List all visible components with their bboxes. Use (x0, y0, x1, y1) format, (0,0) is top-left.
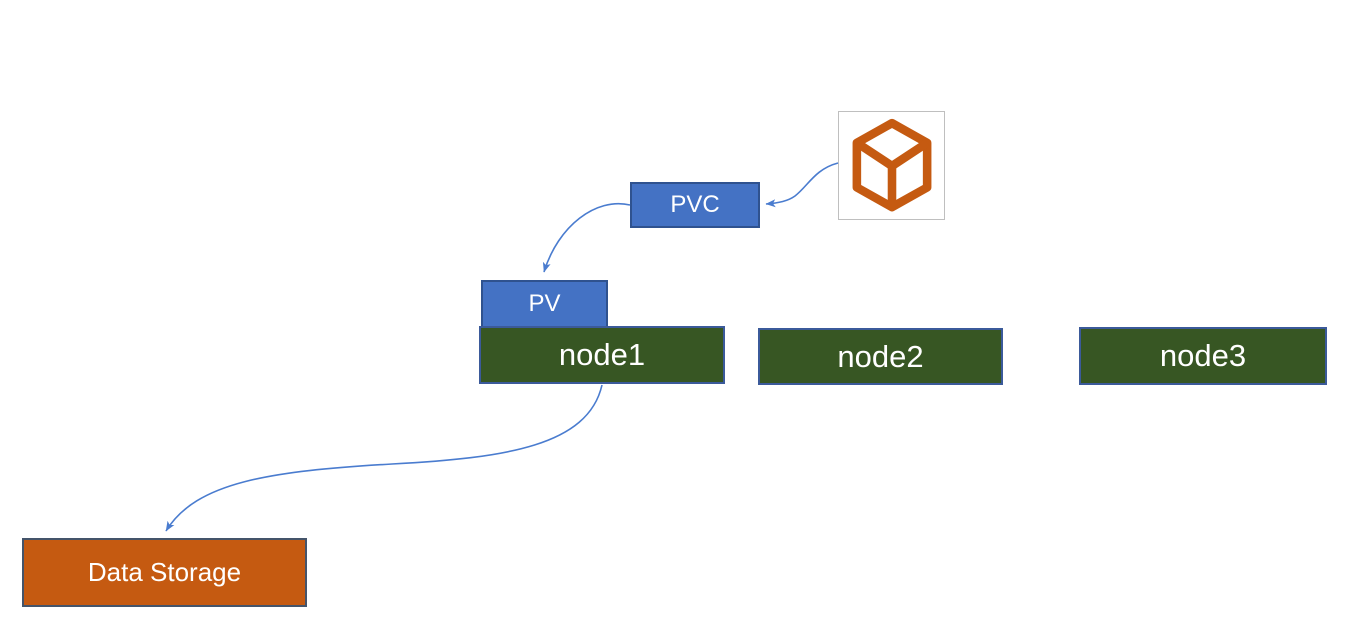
node1-label: node1 (558, 337, 646, 372)
pod-icon-frame (838, 111, 945, 220)
pod-cube-icon (848, 118, 936, 214)
node3-box: node3 (1079, 327, 1327, 385)
node2-label: node2 (837, 338, 924, 374)
pvc-box: PVC (630, 182, 760, 228)
pv-label: PV (528, 290, 561, 317)
node3-label: node3 (1159, 338, 1247, 373)
arrow-node1-to-storage (165, 384, 603, 532)
node1-box: node1 (479, 326, 725, 384)
data-storage-box: Data Storage (22, 538, 307, 607)
data-storage-label: Data Storage (87, 557, 242, 587)
arrow-pod-to-pvc (765, 162, 839, 208)
node2-box: node2 (758, 328, 1003, 385)
arrow-pvc-to-pv (542, 202, 631, 273)
pvc-label: PVC (670, 191, 720, 218)
pv-box: PV (481, 280, 608, 328)
